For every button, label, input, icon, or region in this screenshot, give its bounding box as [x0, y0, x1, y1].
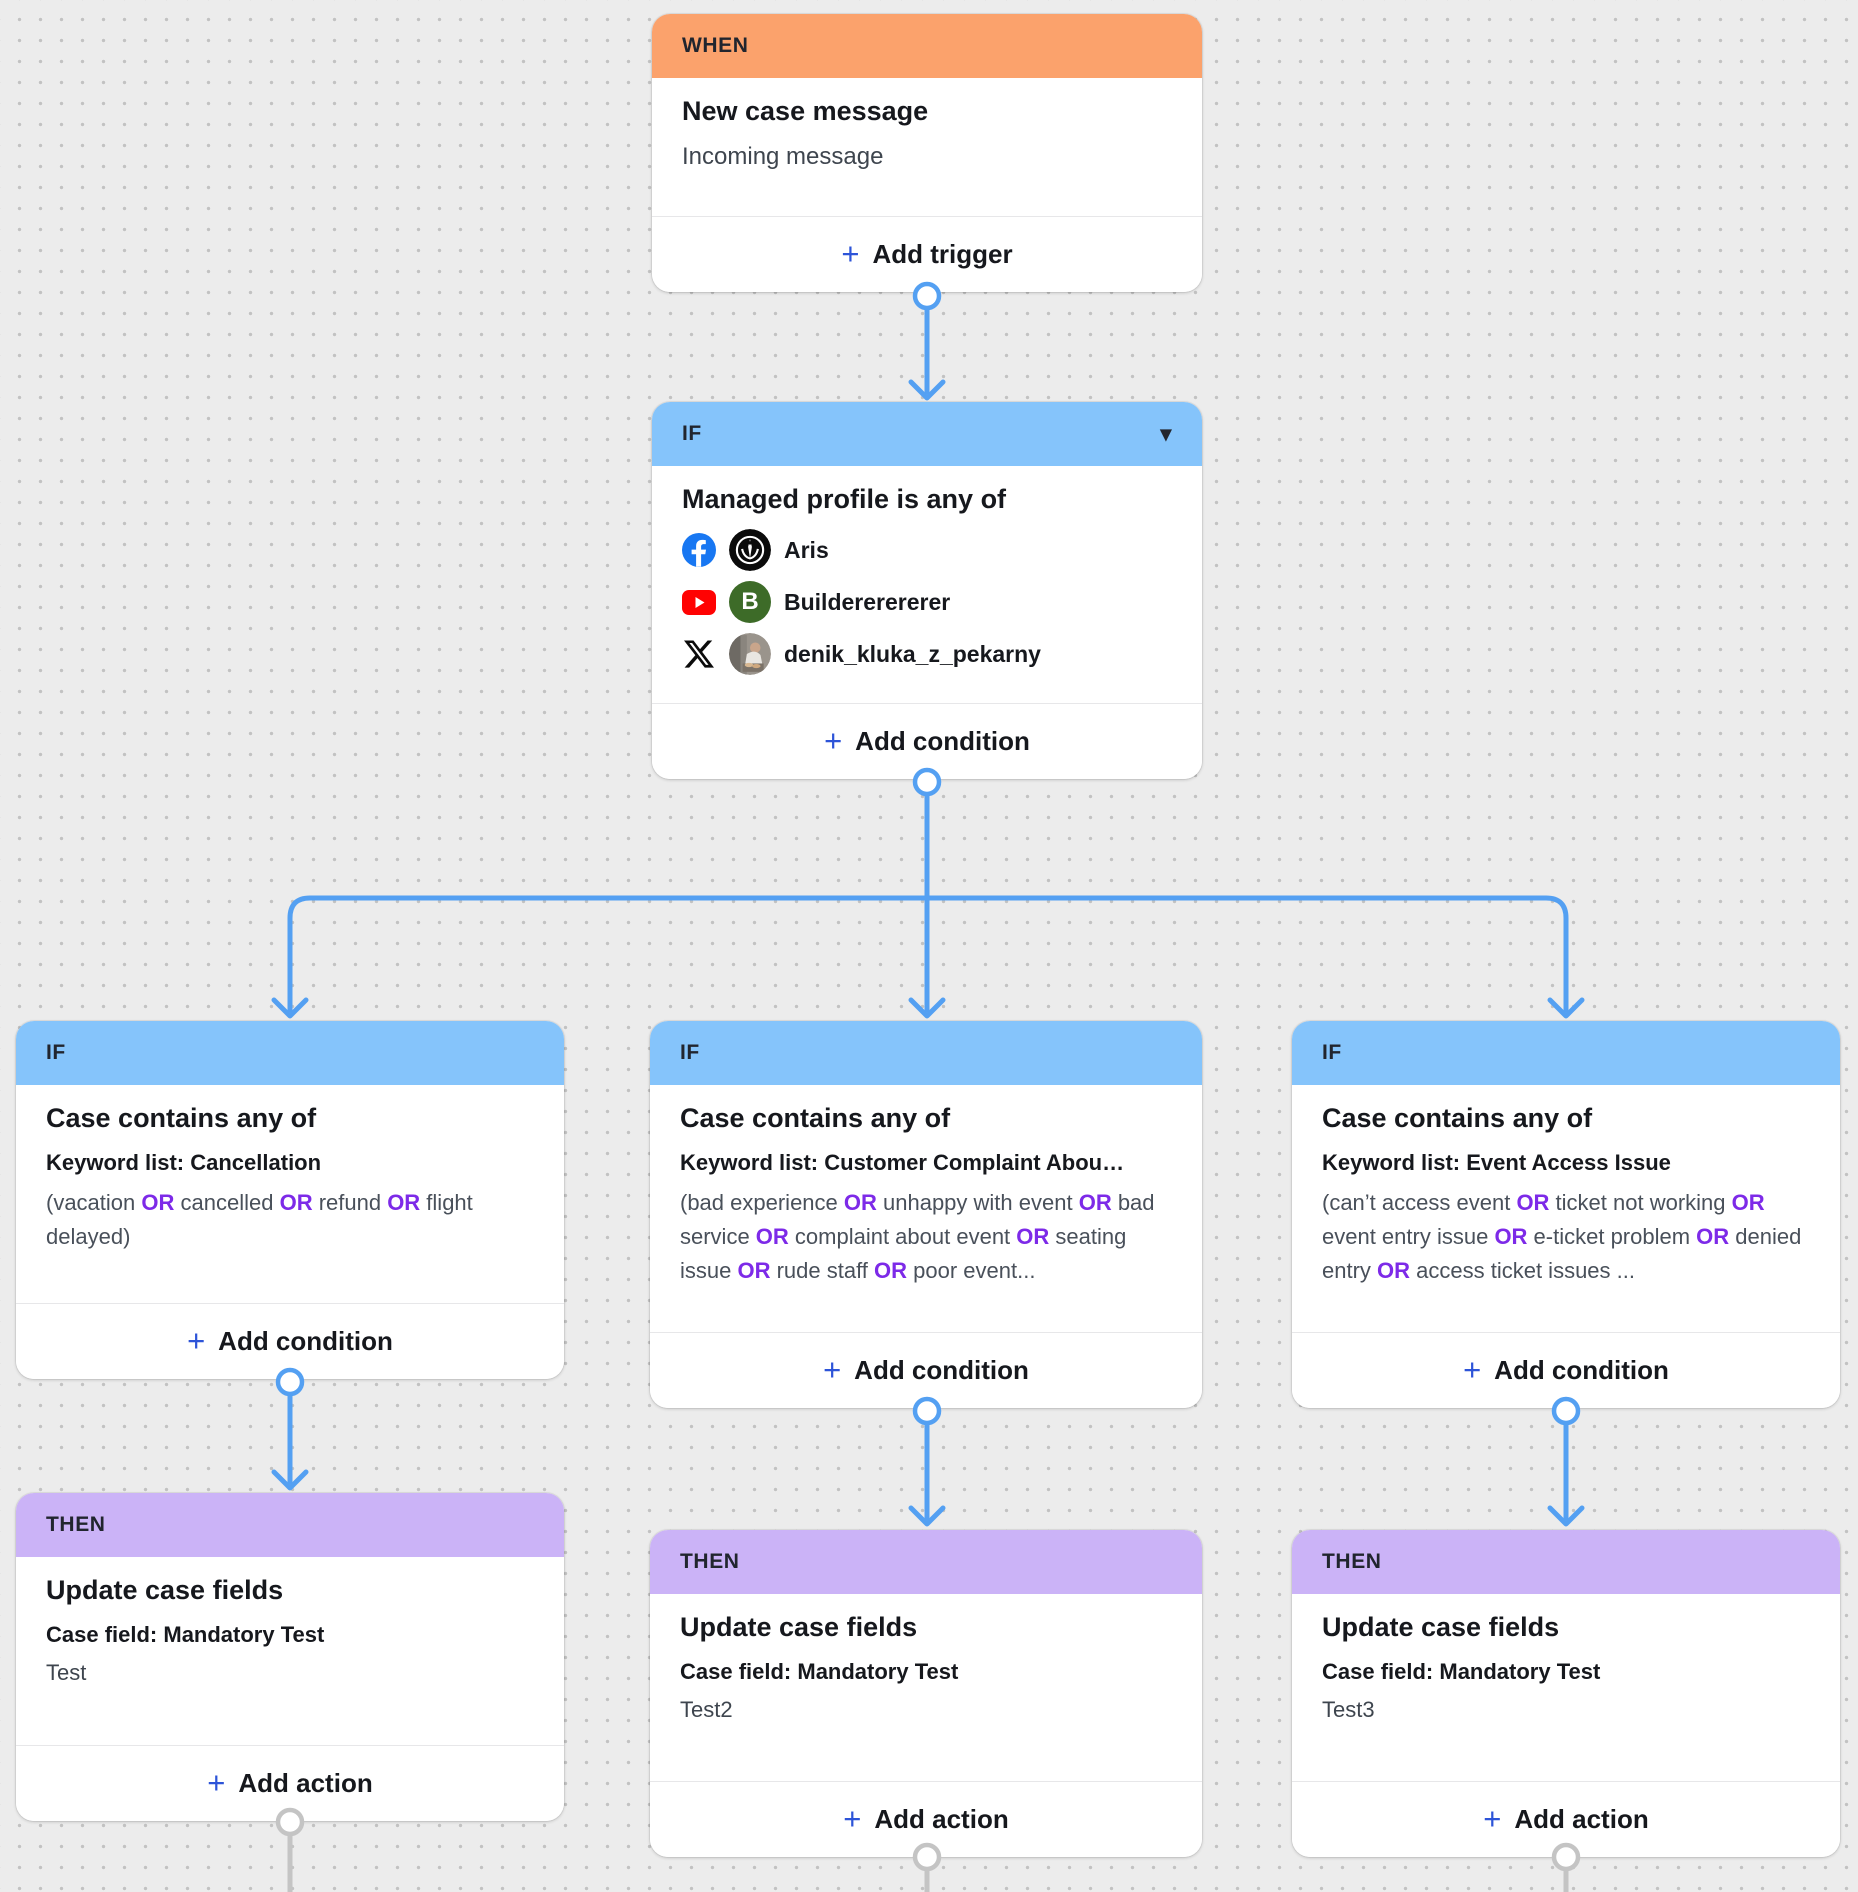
action-title: Update case fields — [1322, 1612, 1560, 1642]
branch3-if-body: Case contains any of Keyword list: Event… — [1292, 1085, 1840, 1332]
add-trigger-button[interactable]: + Add trigger — [652, 216, 1202, 292]
branch2-then-header: THEN — [650, 1530, 1202, 1594]
action-title: Update case fields — [46, 1575, 284, 1605]
facebook-icon — [682, 533, 716, 567]
add-trigger-label: Add trigger — [872, 239, 1013, 269]
branch2-if-card[interactable]: IF Case contains any of Keyword list: Cu… — [650, 1021, 1202, 1408]
profile-row-denik: denik_kluka_z_pekarny — [682, 633, 1172, 675]
profile-name: Buildererererer — [784, 588, 951, 615]
if-label: IF — [682, 422, 702, 445]
keyword-expression: (vacation OR cancelled OR refund OR flig… — [46, 1190, 473, 1249]
case-field-label: Case field: Mandatory Test — [46, 1622, 325, 1647]
trigger-title: New case message — [682, 96, 929, 126]
branch1-if-header: IF — [16, 1021, 564, 1085]
denik-avatar — [729, 633, 771, 675]
keyword-list-label: Keyword list: Cancellation — [46, 1150, 322, 1175]
condition-title: Case contains any of — [1322, 1103, 1593, 1133]
main-if-card-header: IF ▾ — [652, 402, 1202, 466]
add-condition-label: Add condition — [1494, 1355, 1669, 1385]
branch3-then-header: THEN — [1292, 1530, 1840, 1594]
branch3-if-card[interactable]: IF Case contains any of Keyword list: Ev… — [1292, 1021, 1840, 1408]
keyword-list-label: Keyword list: Customer Complaint Abou… — [680, 1150, 1125, 1175]
then-label: THEN — [1322, 1550, 1382, 1573]
add-condition-button[interactable]: + Add condition — [652, 703, 1202, 779]
branch1-then-header: THEN — [16, 1493, 564, 1557]
add-action-button[interactable]: + Add action — [16, 1745, 564, 1821]
main-if-card-body: Managed profile is any of Aris B — [652, 466, 1202, 703]
add-condition-button[interactable]: + Add condition — [1292, 1332, 1840, 1408]
builder-avatar: B — [729, 581, 771, 623]
add-action-label: Add action — [238, 1768, 373, 1798]
branch2-if-header: IF — [650, 1021, 1202, 1085]
plus-icon: + — [841, 236, 860, 271]
condition-title: Case contains any of — [680, 1103, 951, 1133]
keyword-list-label: Keyword list: Event Access Issue — [1322, 1150, 1671, 1175]
branch1-if-card[interactable]: IF Case contains any of Keyword list: Ca… — [16, 1021, 564, 1379]
if-label: IF — [680, 1041, 700, 1064]
branch1-then-body: Update case fields Case field: Mandatory… — [16, 1557, 564, 1745]
case-field-value: Test2 — [680, 1697, 733, 1722]
branch2-then-card[interactable]: THEN Update case fields Case field: Mand… — [650, 1530, 1202, 1857]
plus-icon: + — [823, 1352, 842, 1387]
profile-name: denik_kluka_z_pekarny — [784, 640, 1041, 667]
plus-icon: + — [843, 1801, 862, 1836]
condition-title: Managed profile is any of — [682, 484, 1007, 514]
add-action-button[interactable]: + Add action — [650, 1781, 1202, 1857]
plus-icon: + — [1483, 1801, 1502, 1836]
case-field-label: Case field: Mandatory Test — [1322, 1659, 1601, 1684]
plus-icon: + — [1463, 1352, 1482, 1387]
profile-name: Aris — [784, 536, 829, 563]
plus-icon: + — [824, 723, 843, 758]
when-card-header: WHEN — [652, 14, 1202, 78]
when-label: WHEN — [682, 34, 749, 57]
trigger-subtitle: Incoming message — [682, 143, 884, 170]
branch3-then-body: Update case fields Case field: Mandatory… — [1292, 1594, 1840, 1781]
when-card-body: New case message Incoming message — [652, 78, 1202, 216]
condition-title: Case contains any of — [46, 1103, 317, 1133]
avatar-letter: B — [741, 588, 759, 615]
if-label: IF — [1322, 1041, 1342, 1064]
case-field-value: Test — [46, 1660, 87, 1685]
profile-row-builder: B Buildererererer — [682, 581, 1172, 623]
branch3-if-header: IF — [1292, 1021, 1840, 1085]
chevron-down-icon[interactable]: ▾ — [1160, 421, 1172, 446]
then-label: THEN — [680, 1550, 740, 1573]
keyword-expression: (bad experience OR unhappy with event OR… — [680, 1190, 1155, 1283]
x-twitter-icon — [682, 637, 716, 671]
add-condition-button[interactable]: + Add condition — [16, 1303, 564, 1379]
add-action-label: Add action — [874, 1804, 1009, 1834]
case-field-label: Case field: Mandatory Test — [680, 1659, 959, 1684]
branch2-then-body: Update case fields Case field: Mandatory… — [650, 1594, 1202, 1781]
when-card[interactable]: WHEN New case message Incoming message +… — [652, 14, 1202, 292]
action-title: Update case fields — [680, 1612, 918, 1642]
plus-icon: + — [207, 1765, 226, 1800]
youtube-icon — [682, 585, 716, 619]
case-field-value: Test3 — [1322, 1697, 1375, 1722]
branch2-if-body: Case contains any of Keyword list: Custo… — [650, 1085, 1202, 1332]
profile-list: Aris B Buildererererer deni — [682, 529, 1172, 675]
branch1-if-body: Case contains any of Keyword list: Cance… — [16, 1085, 564, 1303]
add-action-button[interactable]: + Add action — [1292, 1781, 1840, 1857]
add-action-label: Add action — [1514, 1804, 1649, 1834]
add-condition-button[interactable]: + Add condition — [650, 1332, 1202, 1408]
aris-avatar — [729, 529, 771, 571]
then-label: THEN — [46, 1513, 106, 1536]
profile-row-aris: Aris — [682, 529, 1172, 571]
branch1-then-card[interactable]: THEN Update case fields Case field: Mand… — [16, 1493, 564, 1821]
add-condition-label: Add condition — [218, 1326, 393, 1356]
branch3-then-card[interactable]: THEN Update case fields Case field: Mand… — [1292, 1530, 1840, 1857]
main-if-card[interactable]: IF ▾ Managed profile is any of Aris — [652, 402, 1202, 779]
if-label: IF — [46, 1041, 66, 1064]
plus-icon: + — [187, 1323, 206, 1358]
add-condition-label: Add condition — [855, 726, 1030, 756]
keyword-expression: (can’t access event OR ticket not workin… — [1322, 1190, 1802, 1283]
add-condition-label: Add condition — [854, 1355, 1029, 1385]
